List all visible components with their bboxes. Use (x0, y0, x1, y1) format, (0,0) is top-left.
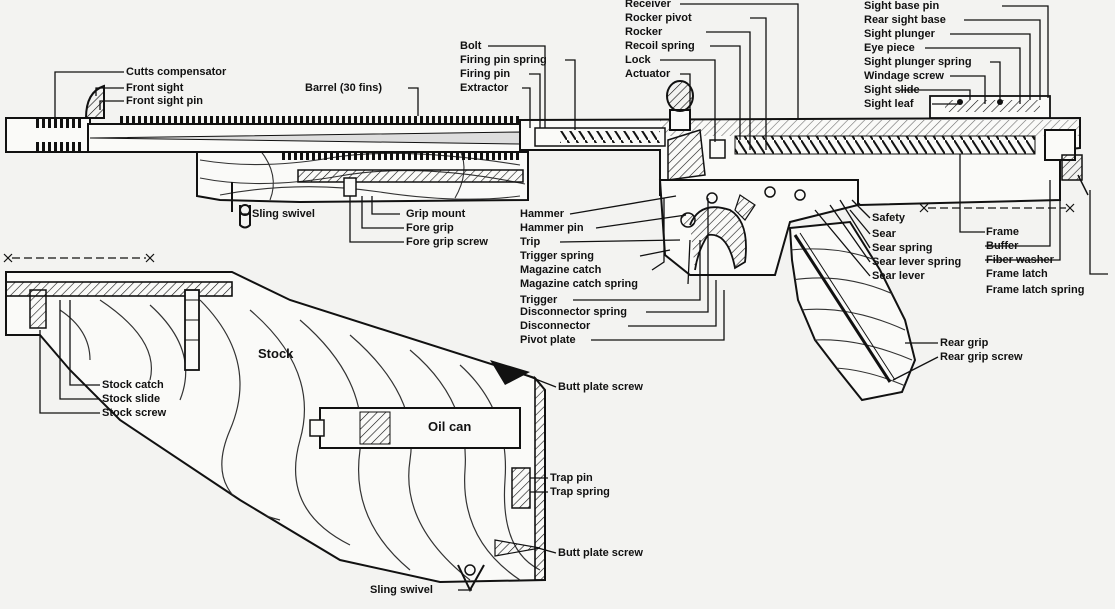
label-sear-lever-spring: Sear lever spring (872, 256, 962, 268)
label-firing-pin-spring: Firing pin spring (460, 54, 547, 66)
fore-grip-drawing (196, 147, 529, 229)
label-butt-plate-screw-top: Butt plate screw (558, 381, 643, 393)
label-buffer: Buffer (986, 240, 1019, 252)
label-bolt: Bolt (460, 40, 482, 52)
label-barrel: Barrel (30 fins) (305, 82, 383, 94)
leader-lines (39, 3, 1108, 591)
label-receiver: Receiver (625, 0, 671, 10)
label-lock: Lock (625, 54, 651, 66)
label-stock-catch: Stock catch (102, 379, 164, 391)
label-butt-plate-screw-bottom: Butt plate screw (558, 547, 643, 559)
label-trip: Trip (520, 236, 541, 248)
label-windage-screw: Windage screw (864, 70, 944, 82)
label-actuator: Actuator (625, 68, 671, 80)
label-trap-pin: Trap pin (550, 472, 593, 484)
label-sling-swivel-front: Sling swivel (252, 208, 315, 220)
label-sight-slide: Sight slide (864, 84, 920, 96)
label-trigger-spring: Trigger spring (520, 250, 594, 262)
label-stock-slide: Stock slide (102, 393, 161, 405)
label-stock-screw: Stock screw (102, 407, 167, 419)
label-fiber-washer: Fiber washer (986, 254, 1054, 266)
trigger-frame-drawing (658, 179, 1075, 276)
label-magazine-catch-spring: Magazine catch spring (520, 278, 638, 290)
label-stock: Stock (258, 346, 294, 361)
label-eye-piece: Eye piece (864, 42, 915, 54)
label-fore-grip: Fore grip (406, 222, 454, 234)
barrel-drawing (5, 84, 529, 160)
label-rocker: Rocker (625, 26, 663, 38)
label-magazine-catch: Magazine catch (520, 264, 602, 276)
label-sight-base-pin: Sight base pin (864, 0, 940, 12)
rear-grip-drawing (788, 220, 917, 402)
label-grip-mount: Grip mount (406, 208, 466, 220)
label-pivot-plate: Pivot plate (520, 334, 576, 346)
label-extractor: Extractor (460, 82, 509, 94)
label-sear: Sear (872, 228, 896, 240)
stock-drawing (3, 253, 546, 593)
label-cutts-compensator: Cutts compensator (126, 66, 227, 78)
label-rocker-pivot: Rocker pivot (625, 12, 692, 24)
label-trap-spring: Trap spring (550, 486, 610, 498)
label-disconnector: Disconnector (520, 320, 591, 332)
label-frame-latch-spring: Frame latch spring (986, 284, 1085, 296)
label-hammer-pin: Hammer pin (520, 222, 584, 234)
label-sight-plunger: Sight plunger (864, 28, 935, 40)
label-sear-lever: Sear lever (872, 270, 925, 282)
label-rear-grip: Rear grip (940, 337, 989, 349)
label-hammer: Hammer (520, 208, 565, 220)
label-safety: Safety (872, 212, 906, 224)
label-sling-swivel-rear: Sling swivel (370, 584, 433, 596)
label-oil-can: Oil can (428, 419, 472, 434)
label-trigger: Trigger (520, 294, 558, 306)
label-sight-leaf: Sight leaf (864, 98, 914, 110)
label-firing-pin: Firing pin (460, 68, 511, 80)
label-frame: Frame (986, 226, 1020, 238)
label-frame-latch: Frame latch (986, 268, 1048, 280)
label-front-sight-pin: Front sight pin (126, 95, 203, 107)
label-rear-sight-base: Rear sight base (864, 14, 946, 26)
label-fore-grip-screw: Fore grip screw (406, 236, 488, 248)
label-recoil-spring: Recoil spring (625, 40, 695, 52)
label-sear-spring: Sear spring (872, 242, 933, 254)
label-rear-grip-screw: Rear grip screw (940, 351, 1023, 363)
label-front-sight: Front sight (126, 82, 184, 94)
label-disconnector-spring: Disconnector spring (520, 306, 627, 318)
label-sight-plunger-spring: Sight plunger spring (864, 56, 972, 68)
